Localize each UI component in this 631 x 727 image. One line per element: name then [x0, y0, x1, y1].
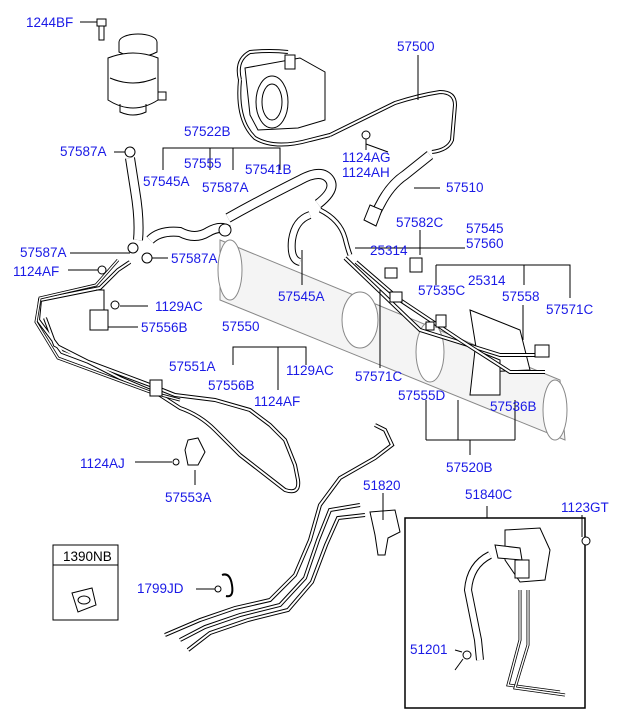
bolt-1244bf-icon [96, 18, 107, 41]
label-1129ac-1[interactable]: 1129AC [155, 299, 203, 314]
label-57550[interactable]: 57550 [222, 319, 260, 334]
label-57571c-2[interactable]: 57571C [355, 369, 403, 384]
label-57556b-1[interactable]: 57556B [141, 320, 188, 335]
label-25314-2[interactable]: 25314 [468, 273, 506, 288]
label-51820[interactable]: 51820 [363, 478, 401, 493]
label-57587a-3[interactable]: 57587A [20, 245, 67, 260]
label-1129ac-2[interactable]: 1129AC [286, 363, 334, 378]
clip-57553a [184, 437, 206, 466]
label-57587a-4[interactable]: 57587A [171, 251, 218, 266]
label-57500[interactable]: 57500 [397, 39, 435, 54]
label-57582c[interactable]: 57582C [396, 215, 444, 230]
label-57541b[interactable]: 57541B [245, 162, 292, 177]
bracket-51820 [369, 509, 401, 556]
label-57545[interactable]: 57545 [466, 221, 504, 236]
label-57536b[interactable]: 57536B [490, 399, 537, 414]
label-57587a-2[interactable]: 57587A [202, 180, 249, 195]
label-57551a[interactable]: 57551A [169, 359, 216, 374]
bracket-57556b [89, 289, 109, 331]
label-51201[interactable]: 51201 [410, 642, 448, 657]
label-57560[interactable]: 57560 [466, 236, 504, 251]
label-1124af-1[interactable]: 1124AF [13, 264, 60, 279]
label-57587a-1[interactable]: 57587A [60, 144, 107, 159]
label-57535c[interactable]: 57535C [418, 283, 466, 298]
label-57555[interactable]: 57555 [184, 156, 222, 171]
label-1123gt[interactable]: 1123GT [561, 500, 609, 515]
label-51840c[interactable]: 51840C [465, 487, 513, 502]
label-1124af-2[interactable]: 1124AF [254, 394, 301, 409]
label-1799jd[interactable]: 1799JD [137, 581, 184, 596]
label-1390nb[interactable]: 1390NB [63, 549, 112, 564]
label-57553a[interactable]: 57553A [165, 490, 212, 505]
label-57555d[interactable]: 57555D [398, 388, 446, 403]
label-57556b-2[interactable]: 57556B [208, 378, 255, 393]
label-1244bf[interactable]: 1244BF [26, 15, 74, 30]
label-1124aj[interactable]: 1124AJ [80, 456, 125, 471]
label-1124ah[interactable]: 1124AH [342, 165, 390, 180]
label-57558[interactable]: 57558 [502, 289, 540, 304]
label-25314-1[interactable]: 25314 [370, 243, 408, 258]
label-57571c-1[interactable]: 57571C [546, 302, 594, 317]
label-57522b[interactable]: 57522B [184, 124, 231, 139]
label-57520b[interactable]: 57520B [446, 460, 493, 475]
reservoir-tank [107, 33, 167, 116]
power-steering-pump [244, 54, 326, 131]
label-57545a-1[interactable]: 57545A [143, 174, 190, 189]
label-1124ag[interactable]: 1124AG [342, 150, 391, 165]
valve-assembly-inset [454, 527, 566, 697]
label-57545a-2[interactable]: 57545A [278, 289, 325, 304]
label-57510[interactable]: 57510 [446, 180, 484, 195]
